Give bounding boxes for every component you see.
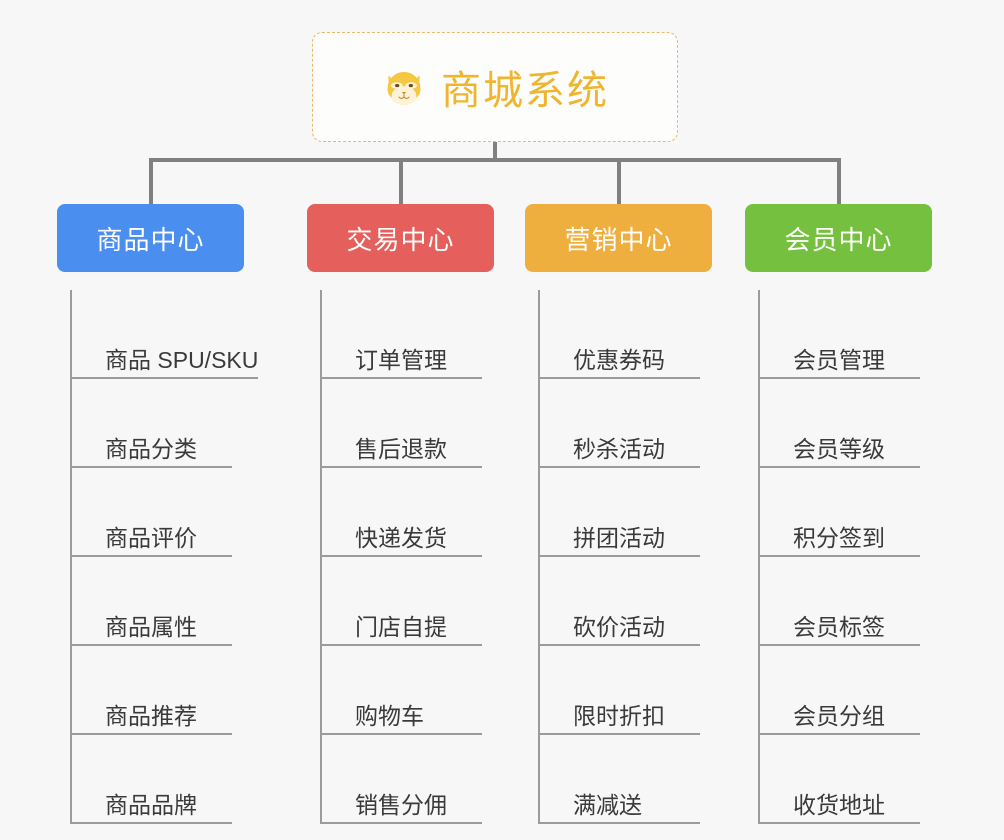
- leaf-item[interactable]: 购物车: [322, 646, 482, 735]
- connector-drop-branch-4: [837, 158, 841, 204]
- connector-drop-branch-2: [399, 158, 403, 204]
- leaf-item[interactable]: 商品分类: [72, 379, 232, 468]
- leaf-label: 销售分佣: [355, 791, 447, 818]
- leaf-label: 砍价活动: [573, 613, 665, 640]
- branch-header-label: 商品中心: [96, 224, 205, 255]
- leaf-list-trade: 订单管理 售后退款 快递发货 门店自提 购物车 销售分佣: [320, 290, 497, 824]
- branch-column-marketing: 营销中心 优惠券码 秒杀活动 拼团活动 砍价活动 限时折扣 满减送: [525, 204, 715, 824]
- leaf-item[interactable]: 商品品牌: [72, 735, 232, 824]
- leaf-item[interactable]: 会员管理: [760, 290, 920, 379]
- branch-column-product: 商品中心 商品 SPU/SKU 商品分类 商品评价 商品属性 商品推荐 商品品牌: [57, 204, 259, 824]
- leaf-label: 购物车: [355, 702, 424, 729]
- leaf-label: 商品属性: [105, 613, 197, 640]
- leaf-label: 商品 SPU/SKU: [105, 346, 259, 373]
- leaf-label: 积分签到: [793, 524, 885, 551]
- leaf-label: 门店自提: [355, 613, 447, 640]
- leaf-label: 收货地址: [793, 791, 885, 818]
- branch-header-label: 会员中心: [784, 224, 893, 255]
- branch-column-trade: 交易中心 订单管理 售后退款 快递发货 门店自提 购物车 销售分佣: [307, 204, 497, 824]
- connector-drop-branch-1: [149, 158, 153, 204]
- leaf-item[interactable]: 门店自提: [322, 557, 482, 646]
- leaf-label: 限时折扣: [573, 702, 665, 729]
- leaf-list-member: 会员管理 会员等级 积分签到 会员标签 会员分组 收货地址: [758, 290, 935, 824]
- leaf-item[interactable]: 积分签到: [760, 468, 920, 557]
- leaf-item[interactable]: 秒杀活动: [540, 379, 700, 468]
- branch-header-marketing[interactable]: 营销中心: [525, 204, 712, 272]
- leaf-item[interactable]: 会员分组: [760, 646, 920, 735]
- branch-header-member[interactable]: 会员中心: [745, 204, 932, 272]
- leaf-item[interactable]: 快递发货: [322, 468, 482, 557]
- leaf-label: 商品评价: [105, 524, 197, 551]
- leaf-label: 会员管理: [793, 346, 885, 373]
- leaf-item[interactable]: 售后退款: [322, 379, 482, 468]
- leaf-item[interactable]: 商品推荐: [72, 646, 232, 735]
- leaf-item[interactable]: 满减送: [540, 735, 700, 824]
- leaf-item[interactable]: 会员标签: [760, 557, 920, 646]
- branch-header-product[interactable]: 商品中心: [57, 204, 244, 272]
- leaf-item[interactable]: 限时折扣: [540, 646, 700, 735]
- leaf-item[interactable]: 会员等级: [760, 379, 920, 468]
- branch-header-label: 营销中心: [564, 224, 673, 255]
- leaf-label: 商品分类: [105, 435, 197, 462]
- leaf-list-product: 商品 SPU/SKU 商品分类 商品评价 商品属性 商品推荐 商品品牌: [70, 290, 259, 824]
- root-title: 商城系统: [441, 69, 609, 113]
- leaf-item[interactable]: 销售分佣: [322, 735, 482, 824]
- leaf-item[interactable]: 订单管理: [322, 290, 482, 379]
- leaf-item[interactable]: 砍价活动: [540, 557, 700, 646]
- leaf-list-marketing: 优惠券码 秒杀活动 拼团活动 砍价活动 限时折扣 满减送: [538, 290, 715, 824]
- leaf-label: 商品品牌: [105, 791, 197, 818]
- leaf-item[interactable]: 商品属性: [72, 557, 232, 646]
- leaf-label: 快递发货: [355, 524, 447, 551]
- connector-root-stem: [493, 142, 497, 162]
- connector-drop-branch-3: [617, 158, 621, 204]
- branch-header-trade[interactable]: 交易中心: [307, 204, 494, 272]
- leaf-label: 优惠券码: [573, 346, 665, 373]
- leaf-label: 会员标签: [793, 613, 885, 640]
- leaf-label: 满减送: [573, 791, 642, 818]
- branch-header-label: 交易中心: [346, 224, 455, 255]
- connector-horizontal-bus: [149, 158, 841, 162]
- leaf-label: 会员分组: [793, 702, 885, 729]
- leaf-label: 订单管理: [355, 346, 447, 373]
- leaf-item[interactable]: 收货地址: [760, 735, 920, 824]
- leaf-label: 拼团活动: [573, 524, 665, 551]
- leaf-label: 会员等级: [793, 435, 885, 462]
- leaf-label: 商品推荐: [105, 702, 197, 729]
- leaf-item[interactable]: 商品 SPU/SKU: [72, 290, 259, 379]
- leaf-label: 售后退款: [355, 435, 447, 462]
- leaf-label: 秒杀活动: [573, 435, 665, 462]
- leaf-item[interactable]: 优惠券码: [540, 290, 700, 379]
- dog-face-icon: [381, 64, 427, 110]
- branch-column-member: 会员中心 会员管理 会员等级 积分签到 会员标签 会员分组 收货地址: [745, 204, 935, 824]
- leaf-item[interactable]: 商品评价: [72, 468, 232, 557]
- root-node[interactable]: 商城系统: [312, 32, 678, 142]
- leaf-item[interactable]: 拼团活动: [540, 468, 700, 557]
